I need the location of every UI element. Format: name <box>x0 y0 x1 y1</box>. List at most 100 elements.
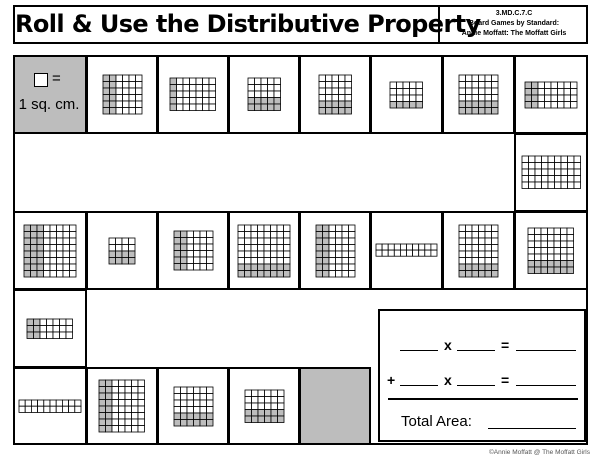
unit-square <box>192 256 200 264</box>
unit-square <box>257 269 265 277</box>
unit-square <box>237 256 245 264</box>
factor-blank[interactable] <box>457 350 495 351</box>
unit-square <box>199 392 207 400</box>
unit-square <box>560 246 568 255</box>
product-blank[interactable] <box>516 350 576 351</box>
unit-square <box>566 259 575 268</box>
unit-square <box>65 318 74 326</box>
unit-square <box>173 256 181 264</box>
unit-square <box>276 395 284 404</box>
unit-square <box>128 74 136 82</box>
unit-square <box>484 263 492 271</box>
unit-square <box>244 408 252 417</box>
unit-square <box>334 256 342 264</box>
array-grid <box>318 74 352 115</box>
unit-square <box>205 256 213 264</box>
unit-square <box>458 230 466 238</box>
unit-square <box>328 243 336 251</box>
unit-square <box>393 250 401 257</box>
unit-square <box>98 425 107 433</box>
unit-square <box>491 87 499 95</box>
unit-square <box>69 224 77 232</box>
unit-square <box>563 94 571 102</box>
unit-square <box>566 175 575 183</box>
unit-square <box>169 90 178 99</box>
unit-square <box>544 81 552 89</box>
start-key-space[interactable] <box>13 55 87 134</box>
unit-square <box>527 181 536 190</box>
factor-blank[interactable] <box>400 350 438 351</box>
unit-square <box>244 250 252 258</box>
factor-blank[interactable] <box>457 385 495 386</box>
unit-square <box>102 107 110 115</box>
unit-square <box>205 237 213 245</box>
unit-square <box>537 94 545 102</box>
unit-square <box>137 399 146 407</box>
total-area-blank[interactable] <box>488 428 576 429</box>
unit-square <box>553 175 562 183</box>
unit-square <box>331 100 339 108</box>
unit-square <box>134 107 142 115</box>
unit-square <box>465 224 473 232</box>
unit-square <box>169 77 178 86</box>
unit-square <box>52 331 61 339</box>
unit-square <box>465 263 473 271</box>
unit-square <box>321 224 329 232</box>
unit-square <box>244 263 252 271</box>
unit-square <box>527 266 536 274</box>
unit-square <box>334 243 342 251</box>
unit-square <box>257 250 265 258</box>
unit-square <box>105 379 113 387</box>
unit-square <box>202 97 210 105</box>
unit-square <box>534 246 542 255</box>
unit-square <box>111 392 120 400</box>
unit-square <box>124 418 133 426</box>
unit-square <box>276 415 284 423</box>
unit-square <box>49 224 57 232</box>
unit-square <box>134 94 142 102</box>
unit-square <box>566 233 575 242</box>
unit-square <box>121 87 129 95</box>
unit-square <box>331 74 339 82</box>
unit-square <box>111 425 120 433</box>
unit-square <box>465 100 473 108</box>
unit-square <box>283 224 291 232</box>
unit-square <box>186 243 194 251</box>
board-space[interactable] <box>13 289 87 368</box>
unit-square <box>195 90 204 99</box>
array-grid <box>173 386 213 426</box>
factor-blank[interactable] <box>400 385 438 386</box>
unit-square <box>270 250 278 258</box>
unit-square <box>49 256 57 264</box>
unit-square <box>557 94 565 102</box>
unit-square <box>257 230 265 238</box>
unit-square <box>534 233 542 242</box>
unit-square <box>179 399 187 407</box>
unit-square <box>324 100 333 108</box>
unit-square <box>189 103 197 112</box>
unit-square <box>253 90 262 99</box>
unit-square <box>471 100 479 108</box>
unit-square <box>270 237 278 245</box>
unit-square <box>59 318 67 326</box>
unit-square <box>270 395 278 404</box>
unit-square <box>478 256 486 264</box>
unit-square <box>566 155 575 164</box>
unit-square <box>118 379 126 387</box>
unit-square <box>128 237 136 245</box>
unit-square <box>134 87 142 95</box>
unit-square <box>387 243 395 251</box>
array-grid <box>102 74 142 115</box>
unit-square <box>471 263 479 271</box>
unit-square <box>375 243 383 251</box>
unit-square <box>318 87 326 95</box>
product-blank[interactable] <box>516 385 576 386</box>
finish-space[interactable] <box>299 367 371 445</box>
unit-square <box>186 256 194 264</box>
unit-square <box>424 250 432 257</box>
unit-square <box>24 399 32 407</box>
unit-square <box>409 94 417 102</box>
array-grid <box>458 224 499 277</box>
unit-square <box>560 155 568 164</box>
unit-square <box>531 94 539 102</box>
